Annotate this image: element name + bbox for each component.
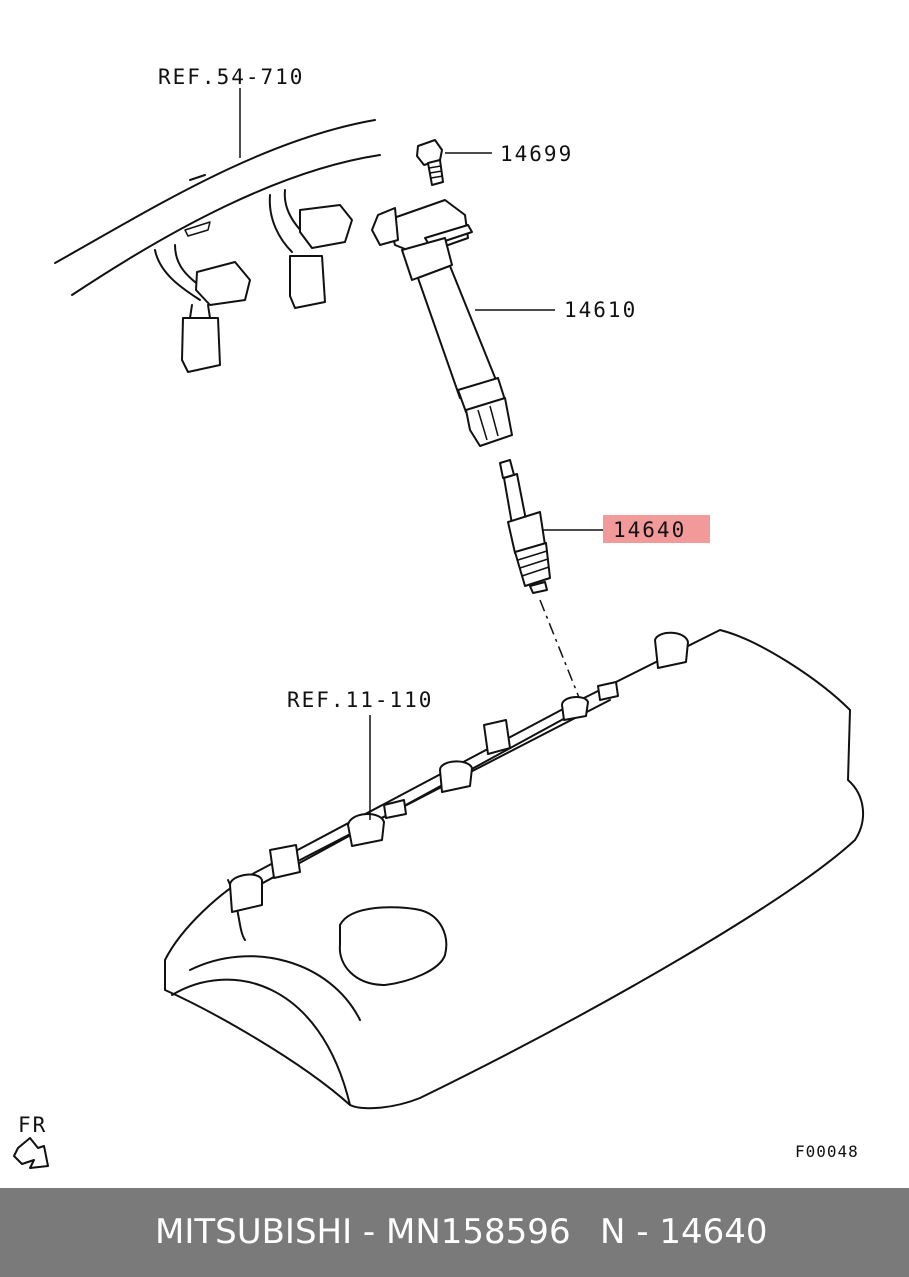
footer-brand-part: MITSUBISHI - MN158596 [155,1212,571,1252]
coil-part-number: 14610 [564,298,638,322]
bolt-14699 [416,139,492,186]
ref-harness-label: REF.54-710 [158,65,305,89]
cylinder-head-cover [164,629,865,1110]
bolt-part-number: 14699 [500,142,574,166]
spark-plug-part-number: 14640 [613,518,687,542]
front-marker-label: FR [18,1113,48,1137]
ignition-coil-14610 [371,199,555,447]
wiring-harness [54,88,381,373]
figure-code: F00048 [795,1142,859,1161]
parts-diagram [13,88,865,1169]
footer-ref: N - 14640 [600,1212,768,1252]
spark-plug-14640 [499,459,603,701]
front-arrow-icon [13,1137,49,1169]
part-highlight [603,515,710,543]
footer-bar: MITSUBISHI - MN158596 N - 14640 [0,1188,909,1277]
ref-head-label: REF.11-110 [287,688,434,712]
